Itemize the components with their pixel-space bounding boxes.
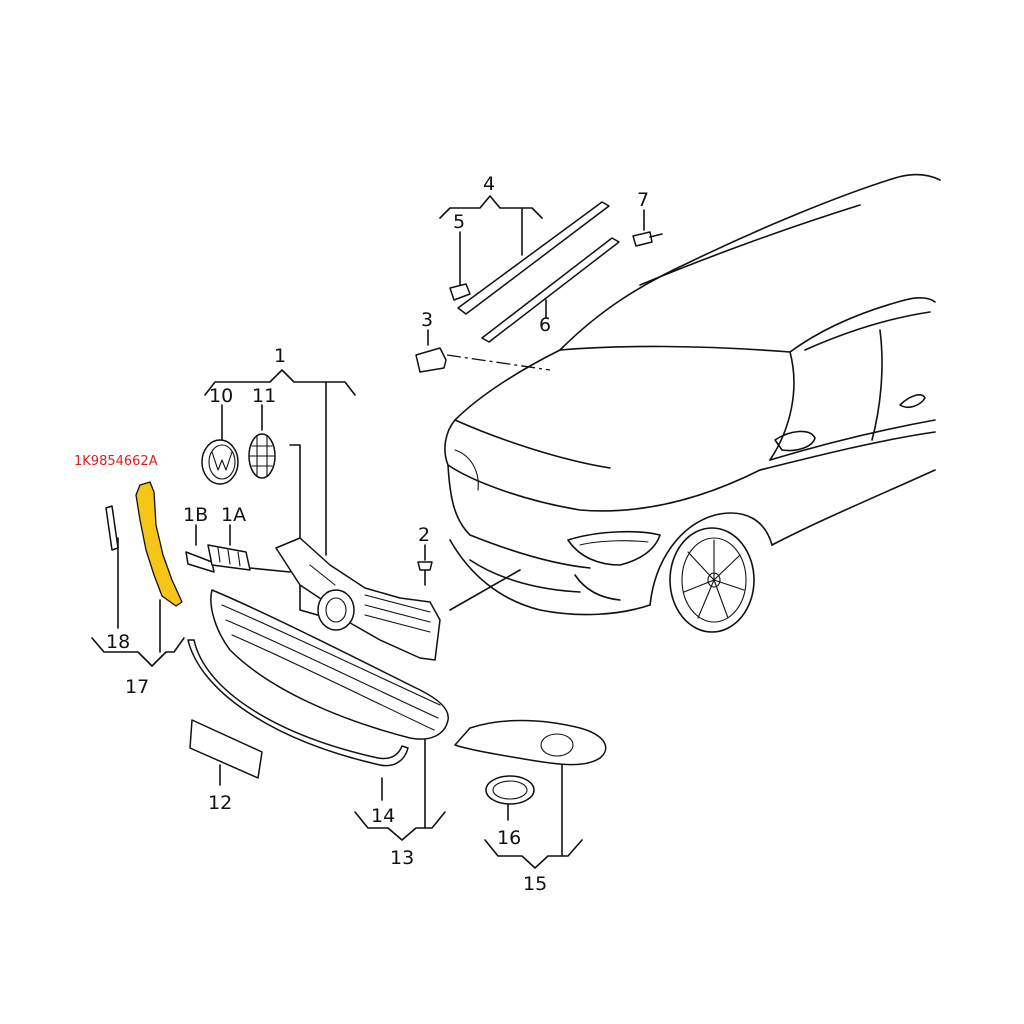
part-bracket-3	[415, 347, 447, 373]
callout-1a: 1A	[221, 504, 246, 526]
highlighted-part-17	[135, 481, 183, 607]
callout-1: 1	[274, 345, 286, 367]
part-1b	[185, 551, 215, 573]
car-outline	[444, 173, 941, 633]
part-lower-grille-13	[210, 589, 449, 740]
part-clip-5	[449, 283, 471, 301]
part-foglight-cover-15	[454, 719, 607, 766]
part-ring-16	[485, 775, 535, 805]
callout-3: 3	[421, 309, 433, 331]
part-plate-holder-12	[189, 719, 263, 779]
callout-4: 4	[483, 173, 495, 195]
part-trim-14	[187, 639, 409, 767]
part-trim-strip-lower	[481, 237, 620, 343]
callout-1b: 1B	[183, 504, 208, 526]
part-screw-2	[417, 561, 433, 571]
parts	[105, 201, 663, 805]
part-trim-strip-upper	[457, 201, 610, 315]
part-emblem-10	[201, 439, 239, 485]
callout-2: 2	[418, 524, 430, 546]
callout-14: 14	[371, 805, 395, 827]
callout-labels: 1K9854662A 1 10 11 1B 1A 2 3 4 5 6 7 12 …	[74, 173, 649, 895]
callout-12: 12	[208, 792, 232, 814]
part-strip-18	[105, 505, 119, 551]
callout-7: 7	[637, 189, 649, 211]
callout-18: 18	[106, 631, 130, 653]
part-screw-7	[632, 231, 653, 247]
callout-10: 10	[209, 385, 233, 407]
callout-15: 15	[523, 873, 547, 895]
callout-16: 16	[497, 827, 521, 849]
callout-5: 5	[453, 211, 465, 233]
callout-13: 13	[390, 847, 414, 869]
callout-17: 17	[125, 676, 149, 698]
callout-6: 6	[539, 314, 551, 336]
leader-lines	[91, 195, 645, 869]
callout-11: 11	[252, 385, 276, 407]
part-number-label: 1K9854662A	[74, 454, 158, 469]
